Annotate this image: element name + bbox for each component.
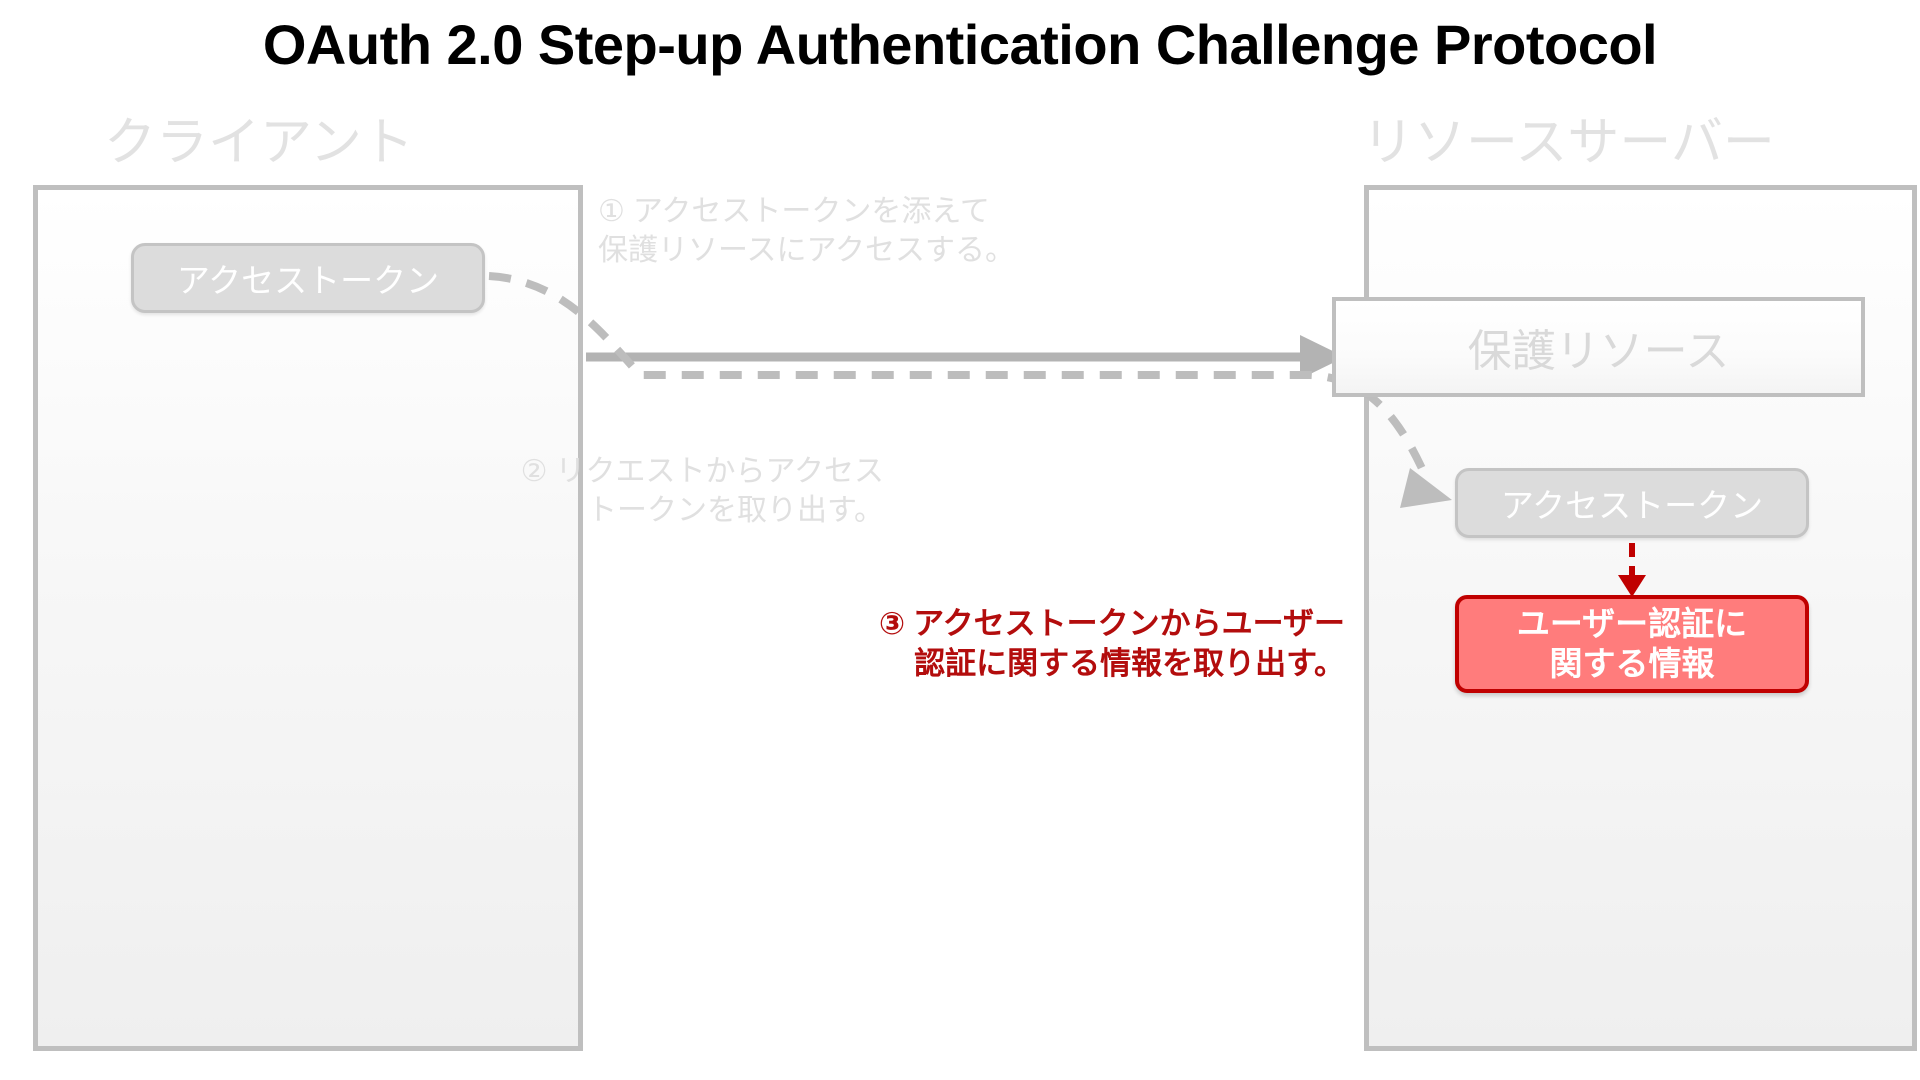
request-arrow-solid	[586, 335, 1345, 379]
step-3-line2: 認証に関する情報を取り出す。	[914, 646, 1345, 682]
user-auth-info-box: ユーザー認証に 関する情報	[1455, 595, 1809, 693]
actor-label-client: クライアント	[104, 114, 414, 172]
step-2-text1: リクエストからアクセス	[555, 455, 885, 488]
user-auth-info-line1: ユーザー認証に	[1516, 605, 1748, 643]
client-panel	[33, 185, 583, 1051]
page-title: OAuth 2.0 Step-up Authentication Challen…	[262, 13, 1658, 76]
step-1-line2: 保護リソースにアクセスする。	[598, 234, 1015, 267]
server-access-token-box: アクセストークン	[1455, 468, 1809, 538]
step-2-marker: ②	[520, 455, 548, 488]
step-3-marker: ③	[878, 606, 906, 641]
protected-resource-box: 保護リソース	[1332, 297, 1865, 397]
client-access-token-box: アクセストークン	[131, 243, 485, 313]
actor-label-resource-server: リソースサーバー	[1362, 114, 1775, 172]
step-2-line2: トークンを取り出す。	[587, 494, 884, 527]
step-1-marker: ①	[598, 195, 625, 228]
step-1-text1: アクセストークンを添えて	[632, 195, 990, 228]
user-auth-info-line2: 関する情報	[1549, 645, 1715, 682]
step-3-text1: アクセストークンからユーザー	[913, 606, 1345, 641]
